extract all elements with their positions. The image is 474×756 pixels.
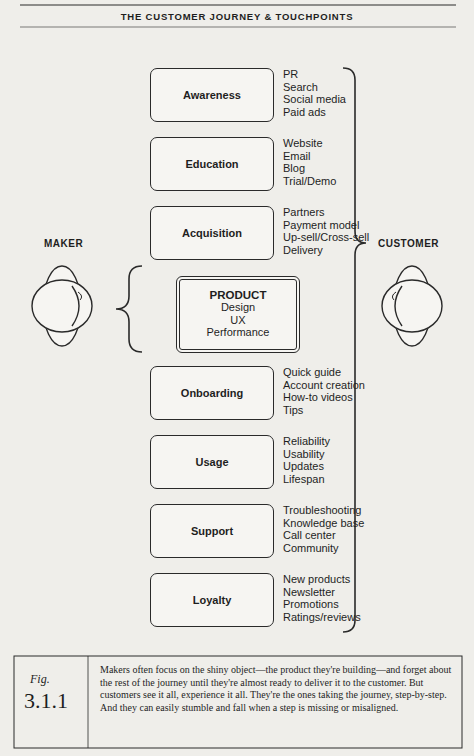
touchpoint: Partners: [283, 206, 325, 219]
stage-box: AcquisitionPartnersPayment modelUp-sell/…: [150, 206, 274, 260]
touchpoint: UX: [180, 314, 296, 327]
touchpoint: Blog: [283, 162, 305, 175]
touchpoint: Community: [283, 542, 339, 555]
touchpoint: Knowledge base: [283, 517, 364, 530]
stage-name: Acquisition: [151, 227, 273, 239]
touchpoint: Trial/Demo: [283, 175, 336, 188]
rule-line: [20, 27, 456, 28]
caption-divider: [88, 656, 89, 748]
touchpoint: Paid ads: [283, 106, 326, 119]
stage-box: OnboardingQuick guideAccount creationHow…: [150, 366, 274, 420]
touchpoint: Search: [283, 81, 318, 94]
touchpoint: Delivery: [283, 244, 323, 257]
touchpoint: How-to videos: [283, 391, 353, 404]
touchpoint: Reliability: [283, 435, 330, 448]
touchpoint: Design: [180, 301, 296, 314]
touchpoint: Updates: [283, 460, 324, 473]
stage-name: Support: [151, 525, 273, 537]
stage-name: Education: [151, 158, 273, 170]
caption-frame: [14, 656, 462, 748]
customer-head: [382, 266, 442, 346]
touchpoint: Website: [283, 137, 323, 150]
touchpoint: Account creation: [283, 379, 365, 392]
stage-box: LoyaltyNew productsNewsletterPromotionsR…: [150, 573, 274, 627]
stage-name: PRODUCT: [180, 289, 296, 301]
stage-name: Usage: [151, 456, 273, 468]
touchpoint: Email: [283, 150, 311, 163]
touchpoint: Promotions: [283, 598, 339, 611]
touchpoint: Social media: [283, 93, 346, 106]
role-label: MAKER: [44, 238, 83, 249]
diagram-title: THE CUSTOMER JOURNEY & TOUCHPOINTS: [0, 11, 474, 22]
touchpoint: New products: [283, 573, 350, 586]
figure-label: Fig.: [30, 672, 50, 687]
figure-caption: Makers often focus on the shiny object—t…: [100, 664, 462, 714]
stage-box: UsageReliabilityUsabilityUpdatesLifespan: [150, 435, 274, 489]
stage-box: AwarenessPRSearchSocial mediaPaid ads: [150, 68, 274, 122]
stage-box: SupportTroubleshootingKnowledge baseCall…: [150, 504, 274, 558]
figure-number: 3.1.1: [24, 688, 68, 714]
role-label: CUSTOMER: [378, 238, 439, 249]
touchpoint: Up-sell/Cross-sell: [283, 231, 369, 244]
maker-brace: [116, 266, 142, 352]
touchpoint: Performance: [180, 326, 296, 339]
stage-name: Onboarding: [151, 387, 273, 399]
touchpoint: Ratings/reviews: [283, 611, 361, 624]
product-box: PRODUCTDesignUXPerformance: [176, 276, 300, 353]
stage-name: Awareness: [151, 89, 273, 101]
touchpoint: Newsletter: [283, 586, 335, 599]
touchpoint: PR: [283, 68, 298, 81]
touchpoint: Usability: [283, 448, 325, 461]
touchpoint: Lifespan: [283, 473, 325, 486]
touchpoint: Tips: [283, 404, 303, 417]
touchpoint: Quick guide: [283, 366, 341, 379]
maker-head: [32, 266, 92, 346]
touchpoint: Call center: [283, 529, 336, 542]
customer-bracket: [343, 68, 366, 632]
stage-name: Loyalty: [151, 594, 273, 606]
stage-box: EducationWebsiteEmailBlogTrial/Demo: [150, 137, 274, 191]
touchpoint: Troubleshooting: [283, 504, 361, 517]
touchpoint: Payment model: [283, 219, 359, 232]
rule-line: [20, 5, 456, 6]
